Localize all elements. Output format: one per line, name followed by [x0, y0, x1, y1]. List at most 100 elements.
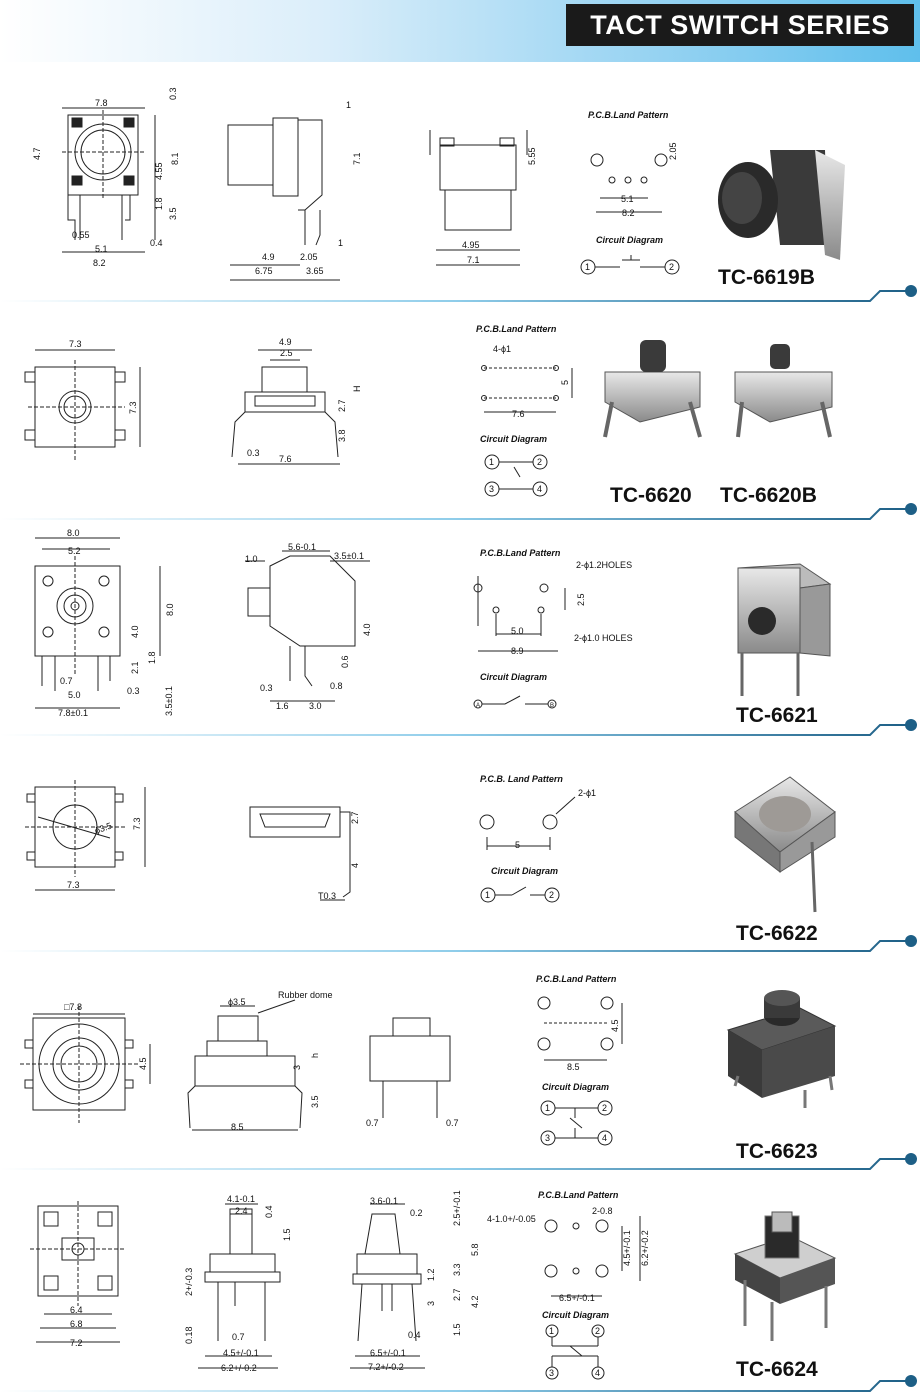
pcb-land-pattern-title: P.C.B.Land Pattern [476, 324, 557, 334]
svg-text:4.7: 4.7 [32, 147, 42, 160]
svg-text:8.5: 8.5 [567, 1062, 580, 1072]
circuit-diagram-title: Circuit Diagram [542, 1082, 610, 1092]
model-label: TC-6622 [736, 922, 818, 945]
svg-text:2: 2 [669, 262, 674, 272]
svg-text:3.5: 3.5 [310, 1095, 320, 1108]
svg-text:3: 3 [489, 484, 494, 494]
svg-text:7.3: 7.3 [69, 339, 82, 349]
svg-text:5.1: 5.1 [95, 244, 108, 254]
svg-text:0.3: 0.3 [260, 683, 273, 693]
model-label: TC-6623 [736, 1140, 818, 1163]
svg-text:5: 5 [560, 380, 570, 385]
svg-text:7.1: 7.1 [467, 255, 480, 265]
svg-text:2.05: 2.05 [300, 252, 318, 262]
drawing-tc-6620: 7.3 7.3 4.9 2.5 H 2.7 3.8 0.3 7.6 4-ϕ1 5… [24, 337, 833, 497]
svg-text:4.9: 4.9 [279, 337, 292, 347]
section-divider [0, 1375, 917, 1392]
svg-text:0.3: 0.3 [127, 686, 140, 696]
svg-text:4.0: 4.0 [130, 625, 140, 638]
svg-text:7.3: 7.3 [132, 817, 142, 830]
model-label: TC-6621 [736, 704, 818, 727]
svg-text:4.5: 4.5 [610, 1019, 620, 1032]
svg-text:4.95: 4.95 [462, 240, 480, 250]
model-label: TC-6620 [610, 484, 692, 507]
circuit-diagram-title: Circuit Diagram [491, 866, 559, 876]
svg-text:5.0: 5.0 [68, 690, 81, 700]
svg-text:0.4: 0.4 [408, 1330, 421, 1340]
svg-text:1: 1 [338, 238, 343, 248]
svg-text:1.0: 1.0 [245, 554, 258, 564]
svg-text:4.0: 4.0 [362, 623, 372, 636]
svg-text:2: 2 [549, 890, 554, 900]
svg-text:3.5: 3.5 [168, 207, 178, 220]
svg-text:8.0: 8.0 [165, 603, 175, 616]
svg-text:Rubber dome: Rubber dome [278, 990, 333, 1000]
svg-text:0.7: 0.7 [60, 676, 73, 686]
svg-text:8.2: 8.2 [93, 258, 106, 268]
header-banner: TACT SWITCH SERIES [0, 0, 920, 62]
svg-text:7.6: 7.6 [279, 454, 292, 464]
svg-text:1.2: 1.2 [426, 1268, 436, 1281]
model-label-b: TC-6620B [720, 484, 817, 507]
svg-text:3.0: 3.0 [309, 701, 322, 711]
svg-text:7.6: 7.6 [512, 409, 525, 419]
svg-text:1: 1 [549, 1326, 554, 1336]
svg-text:5: 5 [515, 840, 520, 850]
svg-text:7.3: 7.3 [128, 401, 138, 414]
svg-text:4.2: 4.2 [470, 1295, 480, 1308]
section-divider [0, 285, 917, 302]
svg-text:2.5+/-0.1: 2.5+/-0.1 [452, 1190, 462, 1226]
svg-text:T0.3: T0.3 [318, 891, 336, 901]
svg-text:0.6: 0.6 [340, 655, 350, 668]
svg-text:6.2+/-0.2: 6.2+/-0.2 [640, 1230, 650, 1266]
svg-text:1.6: 1.6 [276, 701, 289, 711]
svg-text:0.7: 0.7 [366, 1118, 379, 1128]
svg-text:0.3: 0.3 [247, 448, 260, 458]
svg-text:7.8±0.1: 7.8±0.1 [58, 708, 88, 718]
svg-text:h: h [310, 1053, 320, 1058]
drawing-tc-6619b: 7.8 0.3 4.7 8.1 4.55 1.8 3.5 0.55 5.1 0.… [32, 87, 845, 281]
svg-text:0.7: 0.7 [446, 1118, 459, 1128]
svg-text:2: 2 [595, 1326, 600, 1336]
section-tc-6620: 7.3 7.3 4.9 2.5 H 2.7 3.8 0.3 7.6 4-ϕ1 5… [0, 312, 920, 517]
svg-text:8.2: 8.2 [622, 208, 635, 218]
svg-text:5.2: 5.2 [68, 546, 81, 556]
svg-text:2.4: 2.4 [235, 1206, 248, 1216]
svg-text:2-0.8: 2-0.8 [592, 1206, 613, 1216]
svg-text:0.4: 0.4 [264, 1205, 274, 1218]
svg-text:2.7: 2.7 [350, 811, 360, 824]
svg-text:H: H [352, 386, 362, 393]
section-divider [0, 1153, 917, 1170]
svg-text:2.1: 2.1 [130, 661, 140, 674]
svg-text:2-ϕ1: 2-ϕ1 [578, 788, 596, 798]
svg-text:0.2: 0.2 [410, 1208, 423, 1218]
svg-text:3.5±0.1: 3.5±0.1 [334, 551, 364, 561]
svg-text:4: 4 [350, 863, 360, 868]
section-divider [0, 719, 917, 736]
svg-text:8.1: 8.1 [170, 152, 180, 165]
svg-text:3: 3 [292, 1065, 302, 1070]
drawing-tc-6623: □7.8 4.5 ϕ3.5 Rubber dome h 3 3.5 8.5 0.… [20, 990, 837, 1146]
svg-text:0.3: 0.3 [168, 87, 178, 100]
svg-text:2.05: 2.05 [668, 142, 678, 160]
svg-text:6.75: 6.75 [255, 266, 273, 276]
svg-text:4-1.0+/-0.05: 4-1.0+/-0.05 [487, 1214, 536, 1224]
svg-text:1.8: 1.8 [147, 651, 157, 664]
svg-text:4.55: 4.55 [154, 162, 164, 180]
svg-text:5.1: 5.1 [621, 194, 634, 204]
section-tc-6624: 6.4 6.8 7.2 4.1-0.1 2.4 0.4 1.5 2+/-0.3 … [0, 1176, 920, 1396]
svg-text:7.1: 7.1 [352, 152, 362, 165]
svg-text:6.2+/-0.2: 6.2+/-0.2 [221, 1363, 257, 1373]
circuit-diagram-title: Circuit Diagram [480, 434, 548, 444]
svg-text:8.0: 8.0 [67, 528, 80, 538]
svg-text:5.8: 5.8 [470, 1243, 480, 1256]
svg-text:0.4: 0.4 [150, 238, 163, 248]
pcb-land-pattern-title: P.C.B.Land Pattern [480, 548, 561, 558]
section-tc-6623: □7.8 4.5 ϕ3.5 Rubber dome h 3 3.5 8.5 0.… [0, 958, 920, 1168]
svg-text:1: 1 [489, 457, 494, 467]
svg-text:2.5: 2.5 [576, 593, 586, 606]
svg-text:3.5±0.1: 3.5±0.1 [164, 686, 174, 716]
svg-text:4: 4 [595, 1368, 600, 1378]
